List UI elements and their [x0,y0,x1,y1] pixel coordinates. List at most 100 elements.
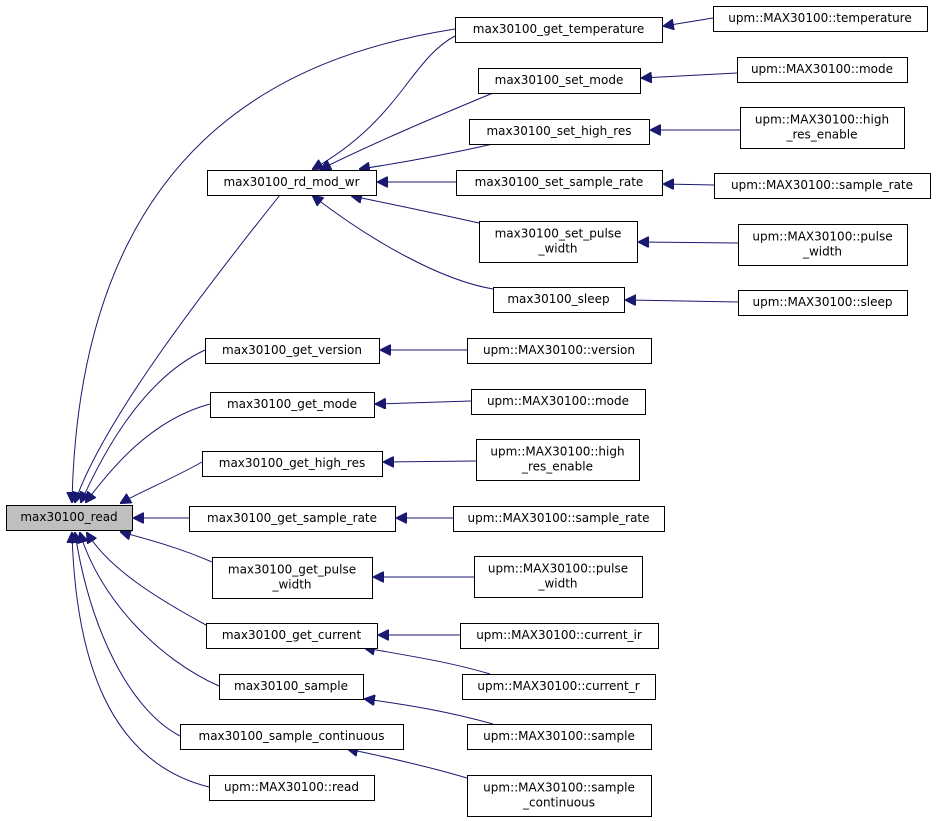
node-label: _width [271,578,311,592]
node-box [212,557,373,599]
edge-get_high_res-to-read [121,461,203,503]
node-box [460,623,659,649]
node-upm-pulse-b[interactable]: upm::MAX30100::pulse_width [474,556,643,598]
node-get-current[interactable]: max30100_get_current [206,623,378,649]
node-read[interactable]: max30100_read [6,505,133,531]
node-label: max30100_get_high_res [219,456,366,470]
node-box [467,338,652,364]
edge-get_temperature-to-rd_mod_wr [313,35,456,169]
node-box [740,107,905,149]
node-box [738,290,908,316]
node-box [714,173,931,199]
node-label: max30100_sample_continuous [199,729,385,743]
node-upm-sample-continuous[interactable]: upm::MAX30100::sample_continuous [467,775,652,817]
node-box [209,775,375,801]
node-get-mode[interactable]: max30100_get_mode [210,392,375,418]
node-label: max30100_sample [234,679,348,693]
node-label: max30100_set_pulse [495,227,622,241]
node-label: _res_enable [786,128,858,142]
node-label: max30100_get_current [222,628,362,642]
node-upm-version[interactable]: upm::MAX30100::version [467,338,652,364]
node-upm-pulse-a[interactable]: upm::MAX30100::pulse_width [738,224,908,266]
node-upm-current-r[interactable]: upm::MAX30100::current_r [462,674,656,700]
node-label: upm::MAX30100::mode [487,394,629,408]
node-label: max30100_get_version [222,343,362,357]
edge-set_high_res-to-rd_mod_wr [360,143,494,169]
node-upm-read[interactable]: upm::MAX30100::read [209,775,375,801]
edge-upm_sample_rate_a-to-set_sample_rate [664,184,715,185]
node-label: upm::MAX30100::pulse [488,562,628,576]
node-upm-high-res-b[interactable]: upm::MAX30100::high_res_enable [476,439,640,481]
node-label: upm::MAX30100::current_ir [476,628,642,642]
node-get-sample-rate[interactable]: max30100_get_sample_rate [189,506,396,532]
node-get-version[interactable]: max30100_get_version [205,338,380,364]
node-label: max30100_get_mode [227,397,357,411]
nodes-layer: max30100_read max30100_rd_mod_wr max30100_… [6,6,931,817]
node-get-temperature[interactable]: max30100_get_temperature [455,17,663,43]
node-box [476,439,640,481]
node-label: max30100_get_temperature [473,22,644,36]
node-label: max30100_set_sample_rate [475,175,644,189]
node-box [206,623,378,649]
node-sleep[interactable]: max30100_sleep [493,287,625,313]
node-set-pulse-width[interactable]: max30100_set_pulse_width [479,221,638,263]
node-box [479,221,638,263]
node-label: upm::MAX30100::pulse [752,230,892,244]
node-set-sample-rate[interactable]: max30100_set_sample_rate [456,170,663,196]
node-get-pulse-width[interactable]: max30100_get_pulse_width [212,557,373,599]
node-label: max30100_sleep [507,292,609,306]
node-label: _width [802,245,842,259]
node-box [455,17,663,43]
node-upm-current-ir[interactable]: upm::MAX30100::current_ir [460,623,659,649]
node-box [493,287,625,313]
node-box [453,506,665,532]
edge-get_version-to-read [81,349,206,502]
node-upm-mode-a[interactable]: upm::MAX30100::mode [737,57,908,83]
edge-sample-to-read [80,533,220,687]
node-label: max30100_get_pulse [228,563,356,577]
node-label: upm::MAX30100::version [483,343,635,357]
node-box [202,451,383,477]
node-label: max30100_set_high_res [486,124,631,138]
node-box [737,57,908,83]
edge-upm_sample-to-sample [365,699,494,725]
node-box [207,170,377,196]
node-box [210,392,375,418]
node-label: upm::MAX30100::sample_rate [467,511,649,525]
node-get-high-res[interactable]: max30100_get_high_res [202,451,383,477]
node-box [467,724,652,750]
node-box [205,338,380,364]
node-set-high-res[interactable]: max30100_set_high_res [469,119,650,145]
node-label: upm::MAX30100::read [224,780,359,794]
edge-upm_high_res_b-to-get_high_res [384,461,477,462]
node-upm-mode-b[interactable]: upm::MAX30100::mode [471,389,646,415]
edge-get_temperature-to-read [72,28,456,502]
node-rd-mod-wr[interactable]: max30100_rd_mod_wr [207,170,377,196]
node-label: upm::MAX30100::current_r [477,679,639,693]
edge-upm_sample_continuous-to-sample_continuous_fn [348,749,468,779]
node-box [219,674,364,700]
edge-upm_pulse_a-to-set_pulse_width [639,242,739,243]
edge-upm_sleep-to-sleep [626,300,739,302]
node-sample-continuous-fn[interactable]: max30100_sample_continuous [180,724,404,750]
node-label: max30100_rd_mod_wr [223,175,359,189]
node-upm-sample-rate-a[interactable]: upm::MAX30100::sample_rate [714,173,931,199]
node-upm-sleep[interactable]: upm::MAX30100::sleep [738,290,908,316]
node-upm-sample[interactable]: upm::MAX30100::sample [467,724,652,750]
node-sample[interactable]: max30100_sample [219,674,364,700]
node-box [738,224,908,266]
node-upm-high-res-a[interactable]: upm::MAX30100::high_res_enable [740,107,905,149]
node-label: _width [537,577,577,591]
node-set-mode[interactable]: max30100_set_mode [478,68,641,94]
node-upm-sample-rate-b[interactable]: upm::MAX30100::sample_rate [453,506,665,532]
edge-upm_mode_b-to-get_mode [376,401,472,404]
edge-rd_mod_wr-to-read [75,194,281,502]
node-label: upm::MAX30100::high [755,113,889,127]
node-label: max30100_set_mode [495,73,624,87]
edge-sample_continuous_fn-to-read [75,533,181,737]
node-upm-temperature[interactable]: upm::MAX30100::temperature [713,6,928,32]
node-box [6,505,133,531]
edge-get_pulse_width-to-read [121,532,213,563]
node-label: max30100_read [20,510,117,524]
